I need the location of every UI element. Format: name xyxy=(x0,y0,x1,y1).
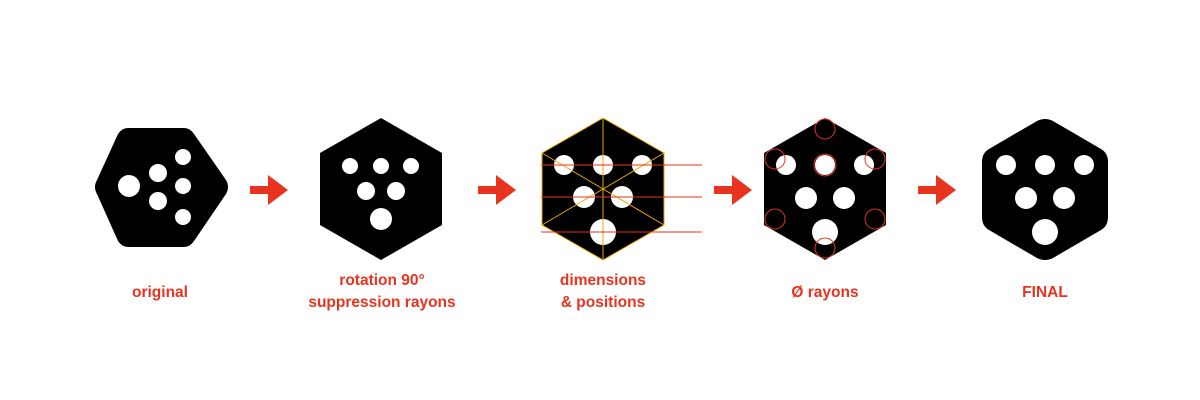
label-line: & positions xyxy=(560,294,646,311)
radius-guides xyxy=(764,118,886,259)
step-radii-hexagon-icon xyxy=(764,118,886,260)
step-label-radii: Ø rayons xyxy=(715,282,935,304)
hole xyxy=(812,219,838,245)
hole xyxy=(149,164,167,182)
label-line: Ø rayons xyxy=(791,284,859,301)
hole xyxy=(118,175,140,197)
hole xyxy=(387,182,405,200)
step-dimensions-hexagon-icon xyxy=(541,117,702,261)
hole xyxy=(833,187,855,209)
right-arrow-icon xyxy=(478,175,516,205)
hole xyxy=(175,149,191,165)
measurement-lines xyxy=(541,164,702,233)
label-line: dimensions xyxy=(559,272,647,289)
step-rotation-hexagon-icon xyxy=(320,118,442,260)
hole xyxy=(357,182,375,200)
step-label-dimensions: dimensions & positions xyxy=(493,270,713,314)
hole xyxy=(1035,155,1055,175)
hole xyxy=(1074,155,1094,175)
hole xyxy=(1015,187,1037,209)
hole xyxy=(342,158,358,174)
right-arrow-icon xyxy=(714,175,752,205)
hole xyxy=(854,155,874,175)
step-original-hexagon-icon xyxy=(95,128,228,247)
hole xyxy=(175,209,191,225)
right-arrow-icon xyxy=(918,175,956,205)
label-line: suppression rayons xyxy=(308,294,456,311)
label-line: rotation 90° xyxy=(339,272,425,289)
hole xyxy=(149,192,167,210)
hole xyxy=(1053,187,1075,209)
hole xyxy=(776,155,796,175)
step-label-original: original xyxy=(50,282,270,304)
label-line: FINAL xyxy=(1022,284,1068,301)
hole xyxy=(370,208,392,230)
hole xyxy=(373,158,389,174)
hole xyxy=(795,187,817,209)
right-arrow-icon xyxy=(250,175,288,205)
hole xyxy=(175,178,191,194)
hole xyxy=(403,158,419,174)
hole xyxy=(996,155,1016,175)
hole xyxy=(1032,219,1058,245)
step-label-rotation: rotation 90° suppression rayons xyxy=(272,270,492,314)
label-line: original xyxy=(132,284,188,301)
step-final-hexagon-icon xyxy=(982,119,1108,260)
hole xyxy=(815,155,835,175)
step-label-final: FINAL xyxy=(935,282,1155,304)
